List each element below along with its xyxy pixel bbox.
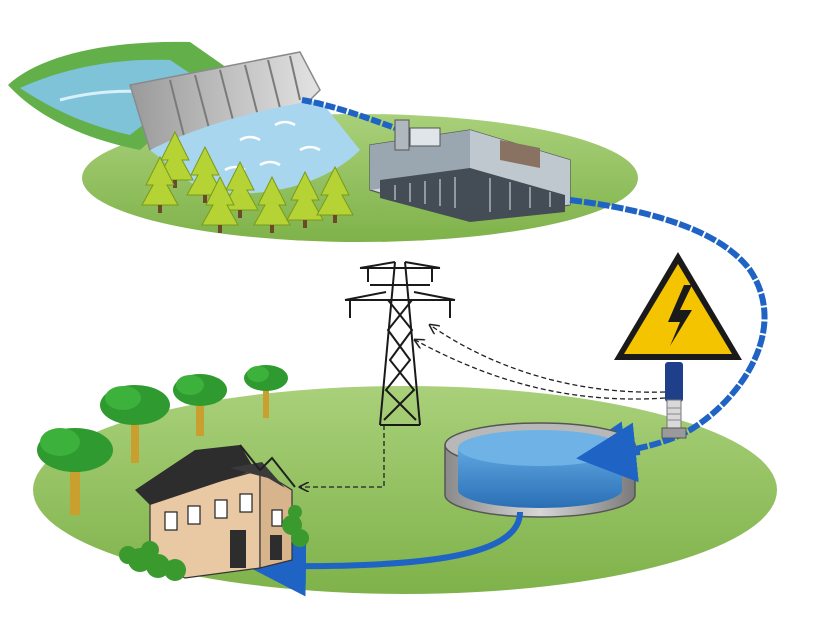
tree-icon [244,365,288,418]
water-inflow-arrow [576,422,641,483]
tree-icon [37,428,113,515]
transmission-tower-icon [344,261,456,426]
pine-tree-icon [253,175,291,233]
water-pipe-reservoir-to-house [246,511,523,597]
power-line-pylon-to-house [300,425,385,487]
pine-tree-icon [316,165,354,223]
pine-tree-icon [201,175,239,233]
pine-forest [141,130,354,233]
tree-icon [173,374,227,436]
water-pipe-dam-to-plant [301,97,397,131]
tree-icon [100,385,170,463]
water-pipe-plant-to-reservoir [566,197,768,481]
treatment-plant-icon [369,119,571,222]
pine-tree-icon [141,155,179,213]
power-line-pump-to-pylon-1 [430,325,666,393]
bush-icon [282,505,309,547]
hydro-dam-icon [8,41,360,194]
pine-tree-icon [186,145,224,203]
pine-tree-icon [286,170,324,228]
house-icon [135,444,296,579]
high-voltage-warning-icon [614,252,742,360]
vertical-pump-icon [661,362,687,439]
bush-icon [119,541,186,581]
water-tank-icon [444,422,636,518]
deciduous-trees [37,365,288,515]
